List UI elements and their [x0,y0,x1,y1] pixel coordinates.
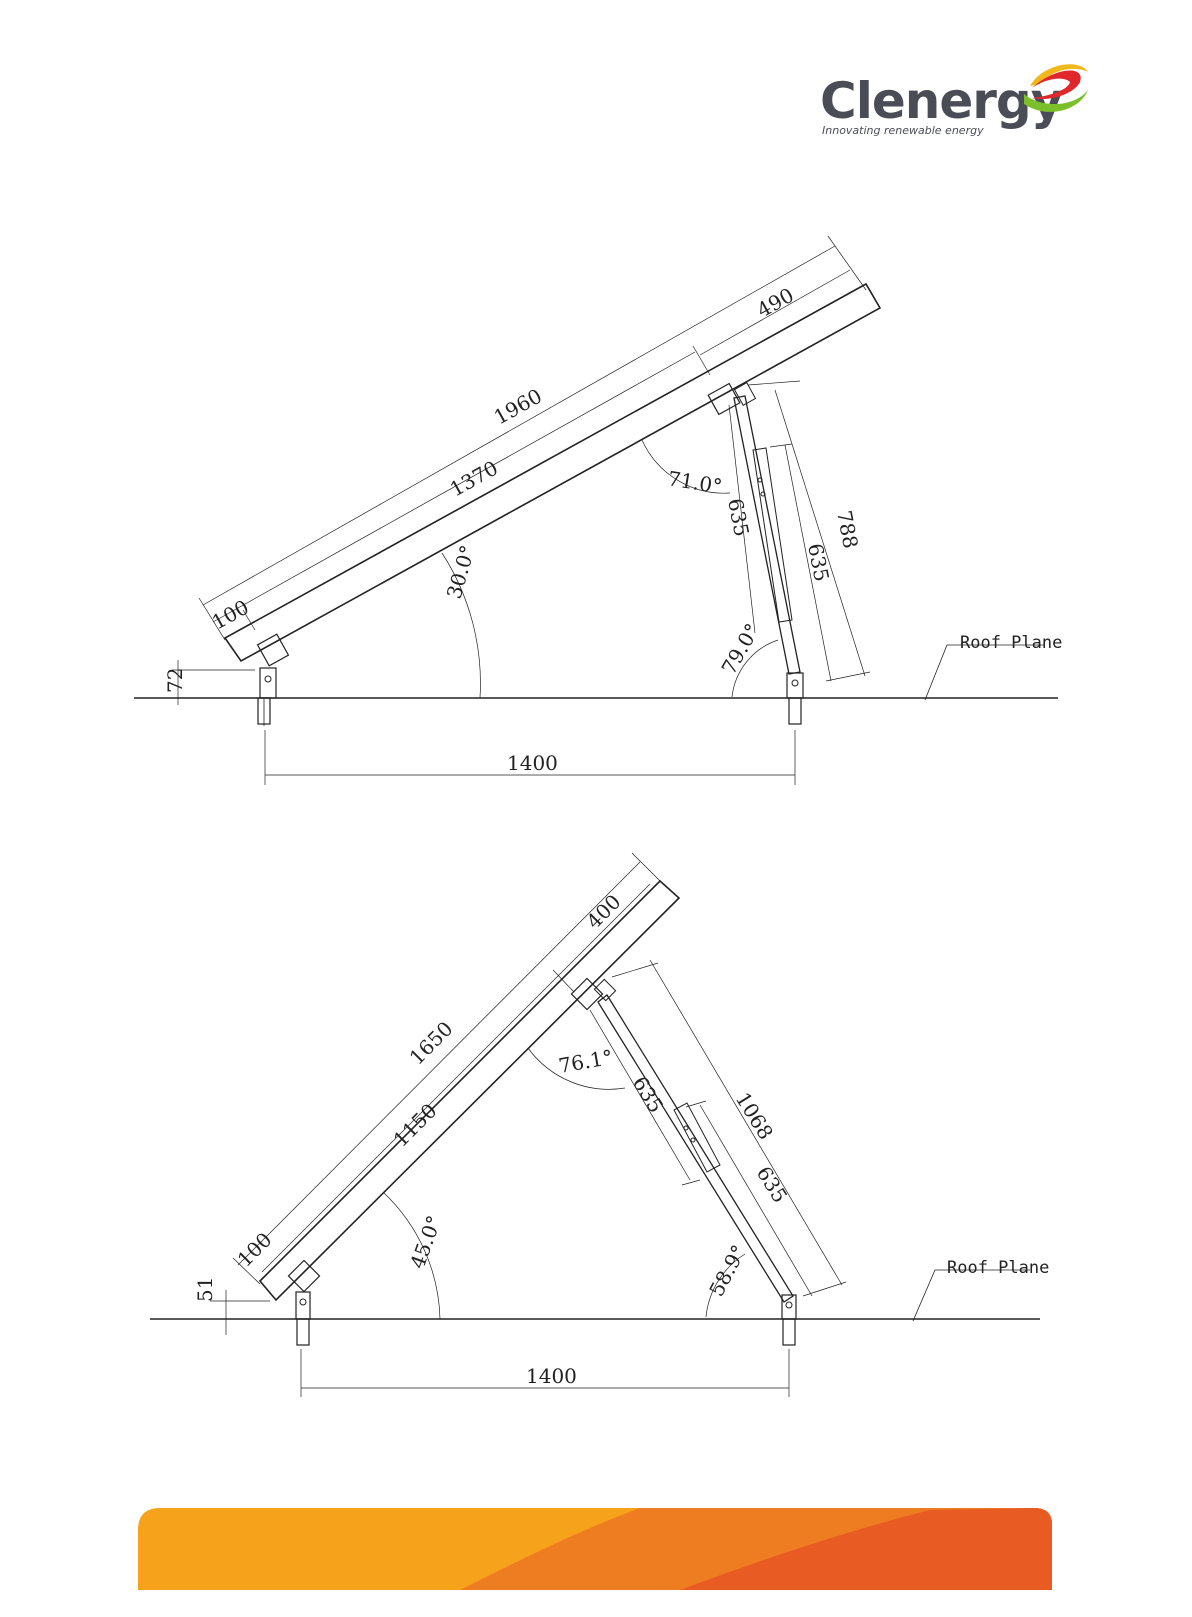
top-panel-length: 1960 [490,384,546,430]
top-strut-lower: 635 [803,541,834,583]
support-strut [598,995,793,1302]
bottom-tilt-angle: 45.0° [405,1212,446,1271]
top-overhang-bottom: 100 [208,595,253,635]
bottom-ground-angle: 58.9° [704,1241,751,1300]
top-roof-plane-label: Roof Plane [960,633,1062,653]
top-strut-upper: 635 [723,496,754,538]
bottom-strut-angle: 76.1° [557,1045,615,1078]
top-base-width: 1400 [507,751,558,775]
top-strut-total: 788 [832,508,863,550]
footer-band [0,1500,1192,1617]
top-strut-angle: 71.0° [666,466,724,498]
bottom-overhang-bottom: 100 [233,1228,277,1272]
diagram-bottom [150,853,1040,1397]
bottom-strut-lower: 635 [752,1162,793,1207]
top-ground-angle: 79.0° [717,619,765,678]
solar-panel [225,284,880,661]
diagram-top [134,236,1058,785]
solar-panel [260,881,679,1300]
bottom-strut-upper: 635 [628,1072,669,1117]
bottom-panel-length: 1650 [405,1017,458,1070]
bottom-base-width: 1400 [526,1364,577,1388]
bottom-strut-total: 1068 [731,1088,778,1144]
top-front-height: 72 [163,668,187,693]
bottom-roof-plane-label: Roof Plane [947,1258,1049,1278]
top-tilt-angle: 30.0° [442,542,480,601]
bottom-front-height: 51 [193,1277,217,1302]
bottom-overhang-top: 400 [582,890,626,934]
